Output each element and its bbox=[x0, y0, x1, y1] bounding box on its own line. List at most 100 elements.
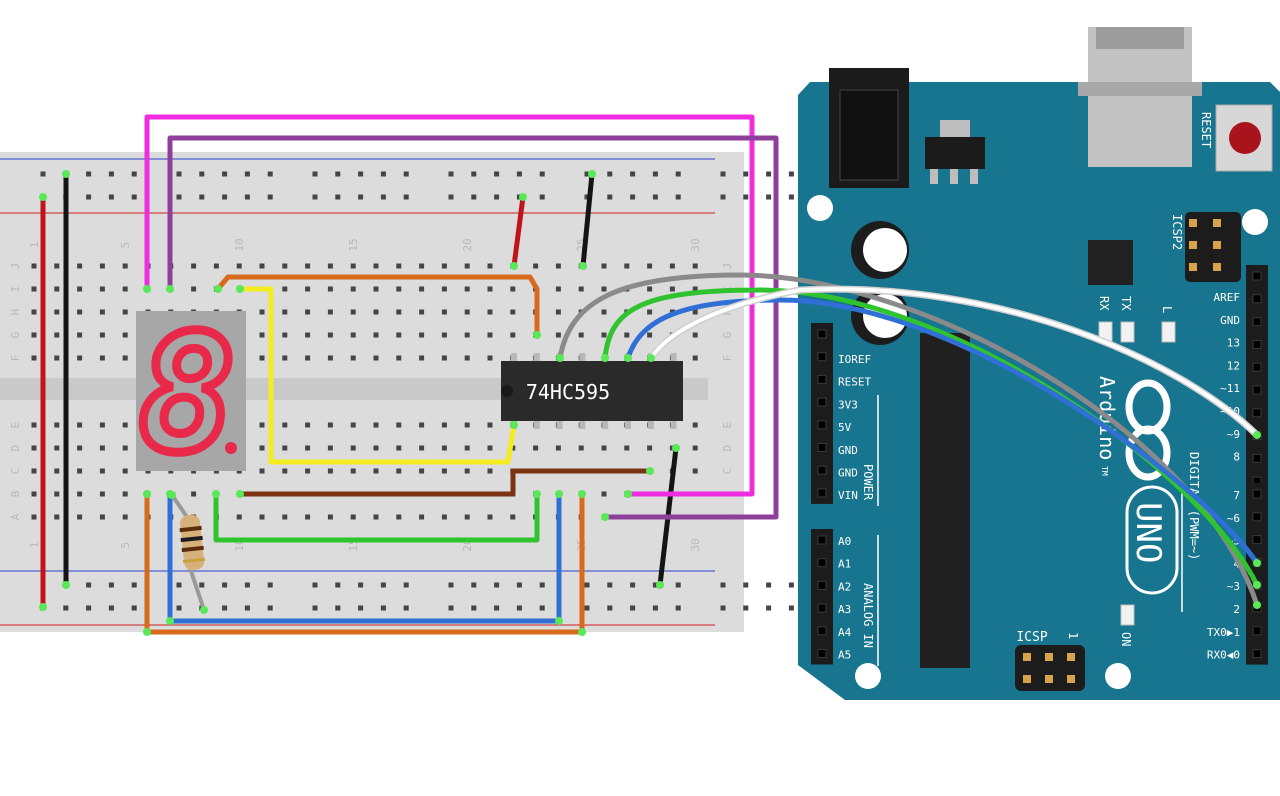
wire-orange-top bbox=[215, 274, 540, 338]
breadboard-hole bbox=[419, 355, 425, 361]
breadboard-hole bbox=[487, 445, 493, 451]
breadboard-hole bbox=[54, 468, 60, 474]
wire-magenta bbox=[144, 114, 755, 497]
header-socket[interactable] bbox=[1252, 385, 1262, 395]
digital-pin-label: 13 bbox=[1227, 337, 1240, 350]
header-socket[interactable] bbox=[817, 558, 827, 568]
rail-hole bbox=[448, 582, 454, 588]
digital-pin-label: ~11 bbox=[1220, 382, 1240, 395]
header-socket[interactable] bbox=[817, 329, 827, 339]
rail-hole bbox=[222, 171, 228, 177]
breadboard-hole bbox=[601, 332, 607, 338]
breadboard-hole bbox=[692, 263, 698, 269]
rail-hole bbox=[743, 605, 749, 611]
chip-body bbox=[501, 361, 683, 421]
header-socket[interactable] bbox=[817, 580, 827, 590]
icsp-label: ICSP bbox=[1016, 630, 1047, 645]
breadboard-hole bbox=[122, 491, 128, 497]
breadboard-hole bbox=[99, 309, 105, 315]
usb-controller-chip bbox=[1088, 240, 1133, 285]
header-socket[interactable] bbox=[817, 465, 827, 475]
breadboard-hole bbox=[77, 309, 83, 315]
breadboard-hole bbox=[647, 309, 653, 315]
breadboard-hole bbox=[487, 263, 493, 269]
rail-hole bbox=[516, 171, 522, 177]
row-letter: B bbox=[9, 490, 22, 497]
wire-endpoint bbox=[212, 490, 220, 498]
breadboard-hole bbox=[77, 332, 83, 338]
breadboard-hole bbox=[555, 286, 561, 292]
breadboard-hole bbox=[601, 491, 607, 497]
wire-yellow bbox=[237, 286, 517, 465]
header-socket[interactable] bbox=[1252, 362, 1262, 372]
breadboard-hole bbox=[305, 263, 311, 269]
resistor-band bbox=[182, 557, 206, 564]
power-pin-label: GND bbox=[838, 467, 858, 480]
breadboard-hole bbox=[99, 355, 105, 361]
rail-hole bbox=[766, 171, 772, 177]
breadboard-hole bbox=[441, 309, 447, 315]
wire-endpoints bbox=[39, 170, 1261, 636]
row-letter: D bbox=[9, 445, 22, 452]
wire-blue-bottom bbox=[167, 491, 562, 624]
breadboard-hole bbox=[464, 445, 470, 451]
breadboard-hole bbox=[54, 491, 60, 497]
rail-hole bbox=[267, 171, 273, 177]
header-socket[interactable] bbox=[1252, 317, 1262, 327]
breadboard-hole bbox=[601, 445, 607, 451]
header-socket[interactable] bbox=[817, 397, 827, 407]
wire-endpoint bbox=[143, 285, 151, 293]
header-socket[interactable] bbox=[1252, 649, 1262, 659]
header-socket[interactable] bbox=[1252, 294, 1262, 304]
header-socket[interactable] bbox=[817, 649, 827, 658]
header-socket[interactable] bbox=[1252, 626, 1262, 636]
breadboard-hole bbox=[441, 468, 447, 474]
rail-hole bbox=[630, 171, 636, 177]
resistor-band bbox=[180, 535, 203, 543]
header-socket[interactable] bbox=[1252, 535, 1262, 545]
rail-hole bbox=[539, 171, 545, 177]
row-letter: G bbox=[9, 332, 22, 339]
breadboard-hole bbox=[373, 286, 379, 292]
wire-endpoint bbox=[1253, 431, 1261, 439]
wire-endpoint bbox=[200, 606, 208, 614]
rail-hole bbox=[494, 582, 500, 588]
arduino-body bbox=[798, 82, 1280, 700]
header-socket[interactable] bbox=[1252, 453, 1262, 463]
header-socket[interactable] bbox=[817, 535, 827, 545]
rail-hole bbox=[108, 605, 114, 611]
header-socket[interactable] bbox=[817, 443, 827, 452]
breadboard-hole bbox=[419, 309, 425, 315]
header-socket[interactable] bbox=[817, 374, 827, 384]
breadboard-hole bbox=[350, 286, 356, 292]
header-socket[interactable] bbox=[1252, 512, 1262, 522]
breadboard-hole bbox=[31, 491, 37, 497]
header-socket[interactable] bbox=[817, 603, 827, 613]
header-socket[interactable] bbox=[817, 488, 827, 498]
chip-pin bbox=[670, 353, 677, 361]
header-socket[interactable] bbox=[817, 420, 827, 430]
breadboard-hole bbox=[259, 422, 265, 428]
reset-button[interactable] bbox=[1229, 122, 1261, 154]
breadboard-hole bbox=[259, 263, 265, 269]
breadboard-hole bbox=[282, 445, 288, 451]
rail-hole bbox=[607, 194, 613, 200]
breadboard-hole bbox=[305, 309, 311, 315]
header-socket[interactable] bbox=[1252, 271, 1262, 281]
breadboard-hole bbox=[373, 445, 379, 451]
breadboard-hole bbox=[191, 286, 197, 292]
rail-hole bbox=[403, 194, 409, 200]
breadboard-hole bbox=[373, 422, 379, 428]
rail-hole bbox=[766, 582, 772, 588]
header-socket[interactable] bbox=[1252, 408, 1262, 418]
header-socket[interactable] bbox=[817, 626, 827, 636]
breadboard-hole bbox=[373, 263, 379, 269]
breadboard-hole bbox=[555, 332, 561, 338]
rail-hole bbox=[244, 605, 250, 611]
rail-hole bbox=[720, 582, 726, 588]
header-socket[interactable] bbox=[817, 352, 827, 362]
header-socket[interactable] bbox=[1252, 339, 1262, 349]
breadboard-hole bbox=[601, 263, 607, 269]
wire-brown bbox=[237, 468, 653, 497]
header-socket[interactable] bbox=[1252, 489, 1262, 499]
